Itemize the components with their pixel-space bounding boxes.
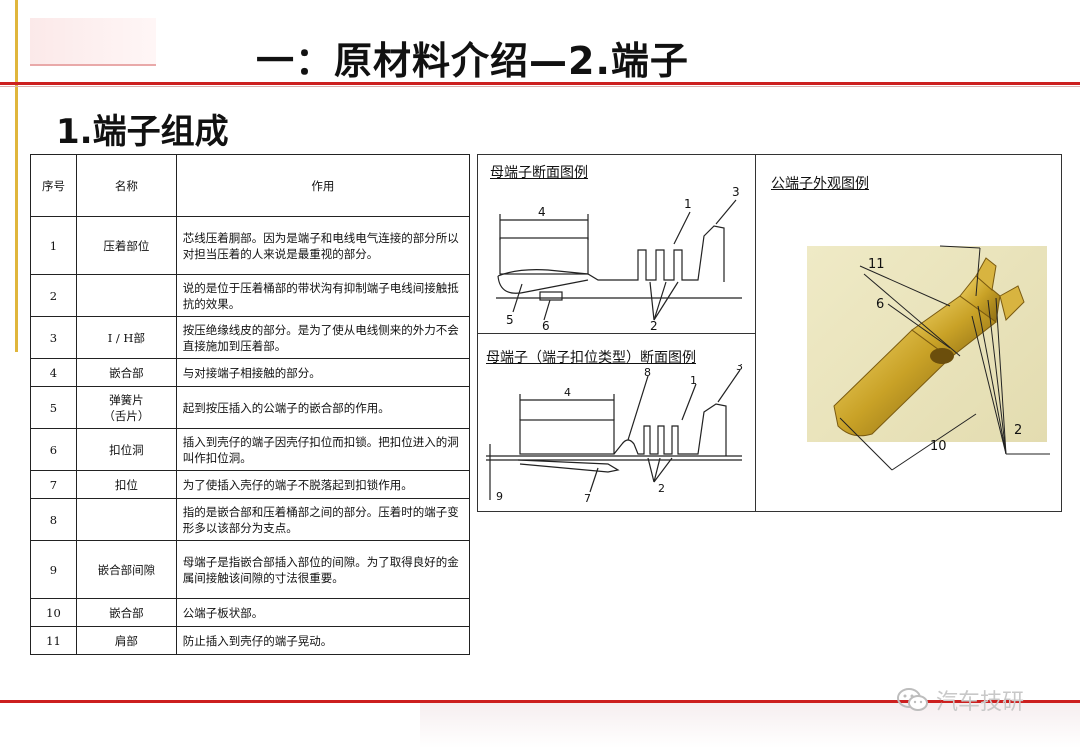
part-function: 说的是位于压着桶部的带状沟有抑制端子电线间接触抵抗的效果。 [175,274,471,317]
callout-1: 1 [684,197,692,211]
callout-11: 11 [868,257,885,272]
female-section-diagram: 4 1 3 5 6 2 [496,185,742,333]
callout-4: 4 [538,205,546,219]
callout-3: 3 [732,185,740,199]
female-section-label: 母端子断面图例 [490,165,588,181]
row-number: 2 [30,274,77,317]
wechat-icon [897,688,928,711]
callout-9: 9 [496,490,503,503]
header-rule-shadow [0,86,1080,87]
part-function: 防止插入到壳仔的端子晃动。 [175,626,471,655]
part-name: I / H部 [75,316,177,359]
callout-8: 8 [644,366,651,379]
header-name: 名称 [75,154,177,217]
callout-10: 10 [930,439,947,454]
header-decoration [30,18,156,66]
footer-rule [0,700,1080,703]
callout-2: 2 [650,319,658,333]
part-function: 公端子板状部。 [175,598,471,627]
part-function: 母端子是指嵌合部插入部位的间隙。为了取得良好的金属间接触该间隙的寸法很重要。 [175,540,471,599]
male-appearance-label: 公端子外观图例 [771,176,869,192]
part-name [75,274,177,317]
row-number: 5 [30,386,77,429]
part-function: 与对接端子相接触的部分。 [175,358,471,387]
table-row: 8 指的是嵌合部和压着桶部之间的部分。压着时的端子变形多以该部分为支点。 [30,498,471,541]
part-function: 为了使插入壳仔的端子不脱落起到扣锁作用。 [175,470,471,499]
header-decoration-line [30,64,156,66]
part-name [75,498,177,541]
row-number: 3 [30,316,77,359]
part-name: 扣位 [75,470,177,499]
left-accent-bar [15,0,18,352]
row-number: 10 [30,598,77,627]
part-name: 扣位洞 [75,428,177,471]
callout-2-lock: 2 [658,482,665,495]
part-function: 芯线压着胴部。因为是端子和电线电气连接的部分所以对担当压着的人来说是最重视的部分… [175,216,471,275]
callout-1-lock: 1 [690,374,697,387]
part-name: 嵌合部 [75,358,177,387]
callout-3-lock: 3 [736,364,743,373]
section-title: 1.端子组成 [56,112,229,152]
part-name: 肩部 [75,626,177,655]
row-number: 7 [30,470,77,499]
header-no: 序号 [30,154,77,217]
row-number: 6 [30,428,77,471]
row-number: 4 [30,358,77,387]
part-name: 弹簧片 （舌片） [75,386,177,429]
part-function: 起到按压插入的公端子的嵌合部的作用。 [175,386,471,429]
footer-decoration [420,703,1080,748]
part-function: 插入到壳仔的端子因壳仔扣位而扣锁。把扣位进入的洞叫作扣位洞。 [175,428,471,471]
row-number: 1 [30,216,77,275]
table-header-row: 序号 名称 作用 [30,154,471,217]
female-lock-section-label: 母端子（端子扣位类型）断面图例 [486,350,696,366]
part-function: 按压绝缘线皮的部分。是为了使从电线侧来的外力不会直接施加到压着部。 [175,316,471,359]
row-number: 8 [30,498,77,541]
part-name: 嵌合部间隙 [75,540,177,599]
row-number: 9 [30,540,77,599]
watermark: 汽车技研 [896,684,1024,716]
part-name: 压着部位 [75,216,177,275]
header-function: 作用 [175,154,471,217]
part-name: 嵌合部 [75,598,177,627]
row-number: 11 [30,626,77,655]
header-rule [0,82,1080,85]
male-terminal-illustration: 11 6 10 2 [833,245,1050,471]
callout-6-male: 6 [876,297,884,312]
female-lock-section-diagram: 8 4 1 3 7 2 9 [486,364,743,505]
table-row: 2 说的是位于压着桶部的带状沟有抑制端子电线间接触抵抗的效果。 [30,274,471,317]
callout-6: 6 [542,319,550,333]
page-title: 一：原材料介绍—2.端子 [256,39,689,83]
callout-7: 7 [584,492,591,505]
callout-2-male: 2 [1014,423,1022,438]
watermark-text: 汽车技研 [936,690,1025,715]
callout-5: 5 [506,313,514,327]
part-function: 指的是嵌合部和压着桶部之间的部分。压着时的端子变形多以该部分为支点。 [175,498,471,541]
callout-4-lock: 4 [564,386,571,399]
